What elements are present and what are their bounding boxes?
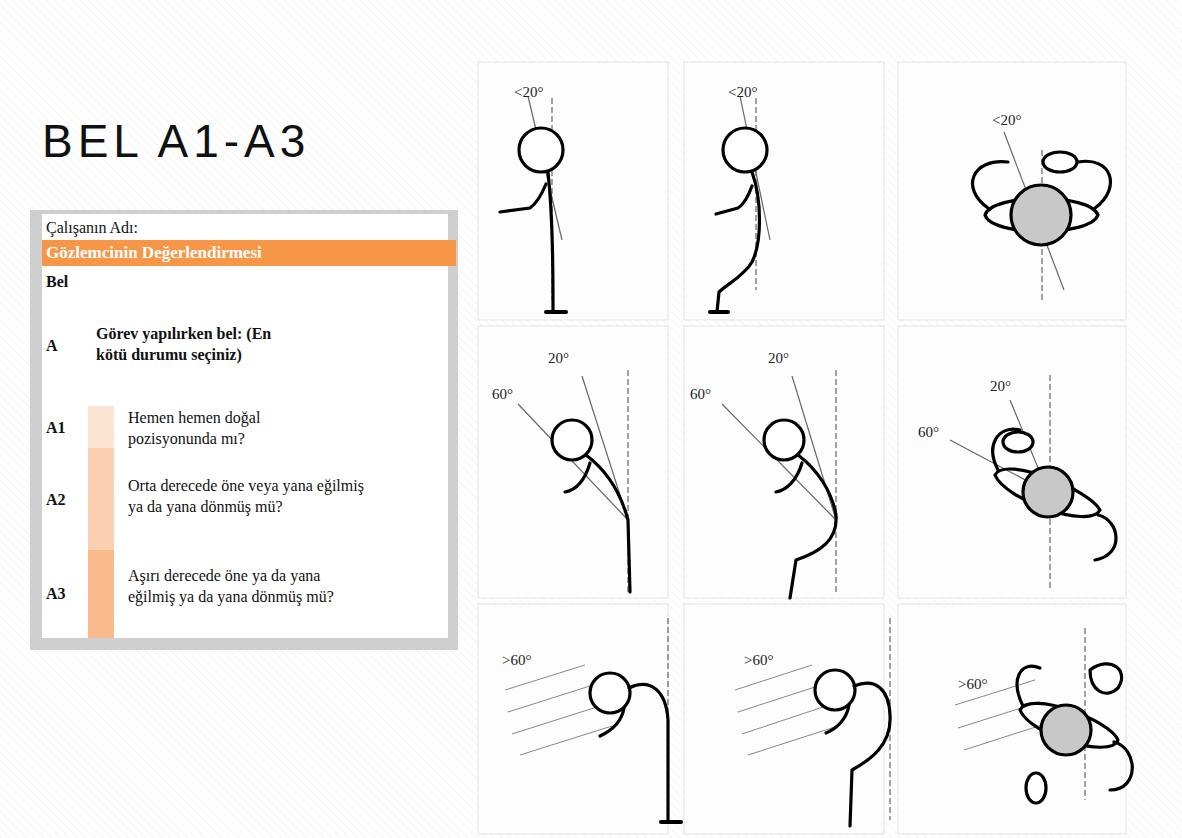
angle-label: >60° [958,676,987,693]
angle-label: 60° [918,424,939,441]
angle-label: 20° [990,378,1011,395]
item-code: A1 [46,418,66,439]
field-label: Çalışanın Adı: [46,218,138,239]
level-swatch [88,406,114,448]
angle-label: <20° [728,84,757,101]
slide-title: BEL A1-A3 [42,118,310,164]
angle-label: <20° [514,84,543,101]
question-text: Aşırı derecede öne ya da yana eğilmiş ya… [128,566,364,608]
angle-label: 60° [492,386,513,403]
angle-label: <20° [992,112,1021,129]
angle-label: 60° [690,386,711,403]
form-panel: Çalışanın Adı: BelA Görev yapılırken bel: … [30,210,458,650]
level-swatch [88,448,114,550]
question-text: Orta derecede öne veya yana eğilmiş ya d… [128,476,364,518]
level-swatch [88,550,114,638]
angle-label: >60° [502,652,531,669]
section-label: Bel [46,272,68,293]
question-heading: Görev yapılırken bel: (En kötü durumu se… [96,324,292,366]
header-text: Gözlemcinin Değerlendirmesi [46,243,262,263]
question-text: Hemen hemen doğal pozisyonunda mı? [128,408,344,450]
angle-label: 20° [768,350,789,367]
angle-label: >60° [744,652,773,669]
item-code: A2 [46,490,66,511]
item-code: A3 [46,584,66,605]
angle-label: 20° [548,350,569,367]
item-letter: A [46,336,58,357]
header-band: Gözlemcinin Değerlendirmesi [42,240,456,266]
